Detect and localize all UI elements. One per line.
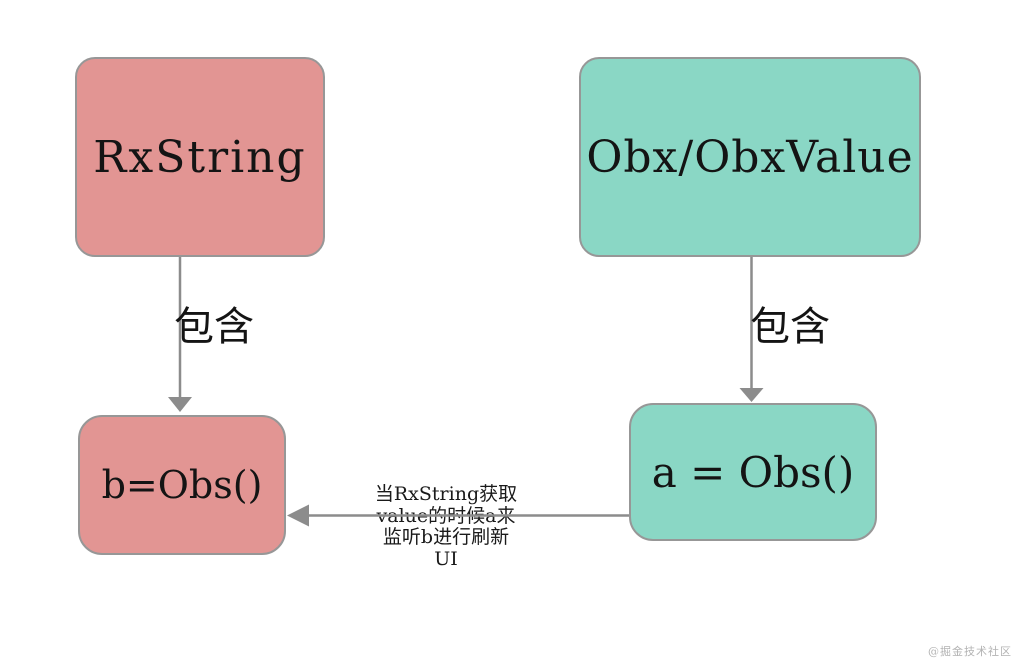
listen-note-line-3: 监听b进行刷新 [382,526,510,548]
node-obx-obxvalue: Obx/ObxValue [579,57,921,257]
contains-label-right: 包含 [750,304,830,350]
listen-arrow-note: 当RxString获取 value的时候a来 监听b进行刷新 UI [366,483,526,570]
node-obx-obxvalue-label: Obx/ObxValue [586,131,914,183]
listen-note-line-4: UI [434,547,458,570]
node-a-obs: a = Obs() [629,403,877,541]
node-b-obs-label: b=Obs() [101,463,263,507]
listen-note-line-2: value的时候a来 [376,504,516,527]
contains-label-left: 包含 [174,304,254,350]
node-rxstring-label: RxString [93,131,307,183]
listen-note-line-1: 当RxString获取 [374,483,518,505]
node-rxstring: RxString [75,57,325,257]
node-b-obs: b=Obs() [78,415,286,555]
node-a-obs-label: a = Obs() [651,447,855,497]
watermark: @掘金技术社区 [928,645,1012,658]
